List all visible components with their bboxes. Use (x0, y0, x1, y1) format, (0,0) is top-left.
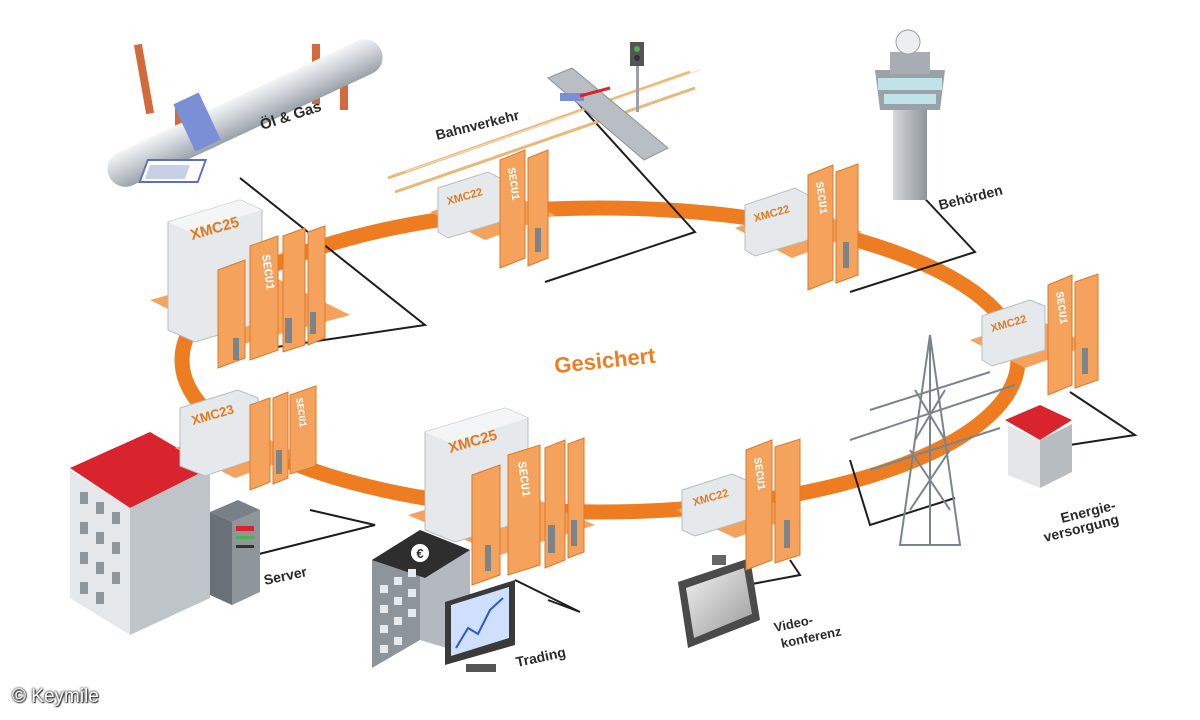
copyright-notice: © Keymile (12, 686, 99, 707)
svg-text:SECU1: SECU1 (514, 461, 533, 499)
control-tower (875, 29, 945, 200)
node-xmc25-bottom: XMC25 SECU1 (408, 407, 595, 586)
video-monitor (678, 555, 760, 648)
label-behoerden: Behörden (937, 182, 1004, 213)
oil-gas-pipeline (107, 39, 383, 187)
bank-building: € (372, 530, 470, 668)
node-xmc22-top-center: XMC22 SECU1 (430, 149, 555, 269)
node-xmc25-top-left: XMC25 SECU1 (150, 199, 350, 369)
connection-lines (239, 99, 1138, 613)
svg-text:SECU1: SECU1 (812, 181, 829, 216)
node-xmc22-right: XMC22 SECU1 (970, 273, 1099, 396)
svg-text:SECU1: SECU1 (504, 167, 521, 202)
apartment-building (70, 432, 215, 635)
center-label: Gesichert (553, 343, 657, 379)
svg-text:€: € (416, 546, 423, 561)
server-rack (210, 500, 260, 605)
small-house (1005, 405, 1072, 488)
label-bahnverkehr: Bahnverkehr (434, 107, 521, 143)
trading-monitor (445, 580, 515, 672)
power-tower (849, 334, 1016, 546)
svg-text:SECU1: SECU1 (258, 254, 277, 292)
label-server: Server (262, 563, 309, 588)
node-xmc23-left: XMC23 SECU1 (175, 385, 317, 491)
svg-text:SECU1: SECU1 (1052, 291, 1069, 326)
railway (387, 42, 701, 194)
svg-text:SECU1: SECU1 (292, 397, 307, 428)
node-xmc22-top-right: XMC22 SECU1 (735, 163, 862, 291)
svg-text:SECU1: SECU1 (750, 457, 767, 492)
label-trading: Trading (514, 644, 567, 670)
node-xmc22-bottom-right: XMC22 SECU1 (676, 438, 801, 571)
